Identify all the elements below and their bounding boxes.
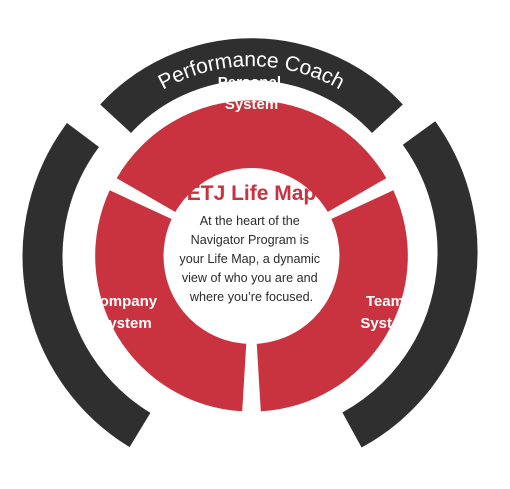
- center-description-line: Navigator Program is: [191, 233, 309, 247]
- center-description: At the heart of the Navigator Program is…: [179, 214, 323, 304]
- sector-label-company-system: Company System: [89, 293, 162, 332]
- center-circle: [163, 168, 340, 344]
- center-description-line: where you’re focused.: [189, 290, 313, 304]
- center-description-line: your Life Map, a dynamic: [179, 252, 320, 266]
- sector-label-team-system: Team System: [360, 293, 413, 332]
- center-title: ETJ Life Map: [187, 182, 317, 205]
- center-description-line: At the heart of the: [200, 214, 300, 228]
- sector-label-personal-system: Personal System: [218, 74, 286, 113]
- outer-arc-ceo-community: [22, 123, 151, 448]
- outer-arc-purpose-coach: [342, 121, 478, 448]
- outer-arc-performance-coach: [100, 38, 403, 134]
- center-description-line: view of who you are and: [182, 271, 318, 285]
